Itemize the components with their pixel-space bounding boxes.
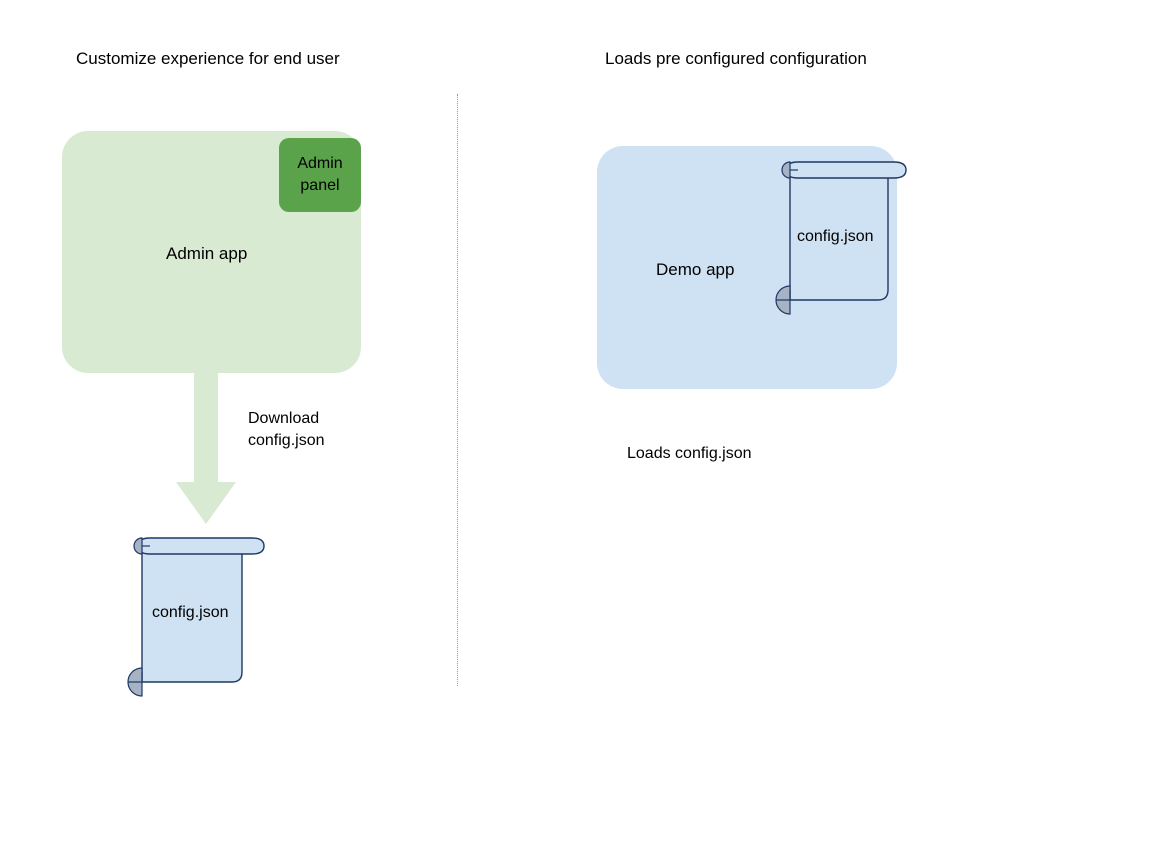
- download-arrow-label-line2: config.json: [248, 432, 325, 449]
- download-arrow-icon: [175, 370, 237, 525]
- config-json-document-right[interactable]: [768, 150, 913, 315]
- download-arrow-label-line1: Download: [248, 410, 320, 427]
- config-json-document-right-caption: config.json: [797, 228, 874, 245]
- loads-config-label: Loads config.json: [627, 445, 752, 462]
- admin-app-label: Admin app: [166, 244, 248, 263]
- download-arrow-label: Download config.json: [248, 408, 325, 452]
- right-section-title: Loads pre configured configuration: [605, 49, 867, 68]
- admin-panel-chip-line2: panel: [300, 177, 340, 194]
- demo-app-label: Demo app: [656, 260, 735, 279]
- admin-panel-chip-line1: Admin: [297, 155, 343, 172]
- vertical-dotted-divider: [457, 94, 458, 686]
- config-json-document-left-caption: config.json: [152, 604, 229, 621]
- admin-panel-chip[interactable]: Admin panel: [279, 138, 361, 212]
- config-json-document-left[interactable]: [118, 526, 268, 697]
- left-section-title: Customize experience for end user: [76, 49, 340, 68]
